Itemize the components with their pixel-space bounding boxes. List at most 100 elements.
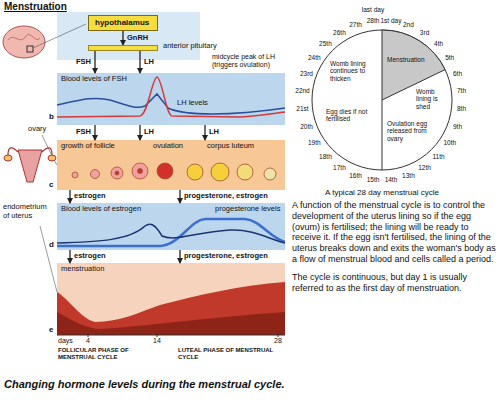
leader-line: [40, 226, 57, 292]
band-label: growth of follicle: [61, 142, 115, 151]
corpus-luteum: [211, 163, 229, 181]
day-label: 21st: [296, 105, 308, 112]
caption: Changing hormone levels during the menst…: [4, 378, 304, 391]
days-axis: [57, 335, 285, 336]
oviduct: [8, 148, 52, 155]
band-e: [57, 263, 285, 335]
brain-shape: [3, 26, 45, 58]
day-label: 23rd: [300, 70, 313, 77]
hormone-arrow: [69, 190, 70, 203]
bands: [57, 12, 285, 335]
uterus-body: [18, 150, 42, 182]
follicle-egg: [115, 171, 119, 175]
corpus-luteum: [264, 168, 276, 180]
ovary-shape: [4, 155, 12, 161]
tick: [278, 333, 279, 337]
hormone-arrow: [94, 51, 95, 73]
follicle: [72, 172, 78, 178]
arrow-label: GnRH: [127, 34, 148, 43]
day-label: 15th: [367, 176, 380, 183]
day-label: 26th: [333, 29, 346, 36]
day-label: 18th: [319, 153, 332, 160]
band-d: [57, 203, 285, 250]
band-b: [57, 73, 285, 125]
hormone-arrow: [94, 125, 95, 140]
arrow-label: progesterone, estrogen: [184, 192, 268, 201]
divider: [382, 100, 383, 170]
label: Womb lining continues to thicken: [330, 60, 376, 82]
leader-line: [42, 135, 51, 154]
band-label: Blood levels of FSH: [61, 75, 127, 84]
band-label: menstruation: [61, 265, 104, 274]
brain: [3, 24, 86, 58]
corpus-luteum: [187, 164, 203, 180]
menstruation-wedge: [382, 30, 445, 100]
day-label: 20th: [300, 123, 313, 130]
brain-marker: [27, 46, 33, 52]
label: Ovulation egg released from ovary: [387, 120, 429, 142]
hormone-arrow: [69, 250, 70, 263]
label: endometrium of uterus: [3, 203, 53, 220]
tick: [88, 333, 89, 337]
label: 4: [86, 337, 90, 345]
cycle-wheel: [312, 30, 452, 170]
endometrium-base: [57, 312, 285, 335]
hormone-box: hypothalamus: [88, 15, 158, 31]
band-label: progesterone levels: [215, 205, 280, 214]
hormone-arrow: [139, 51, 140, 73]
day-label: 14th: [385, 176, 398, 183]
label: ovary: [28, 125, 46, 134]
label: last day: [362, 6, 384, 13]
band-a: [57, 12, 200, 60]
day-label: 19th: [308, 139, 321, 146]
uterus: [4, 135, 57, 292]
day-label: 16th: [349, 172, 362, 179]
day-label: 13th: [402, 172, 415, 179]
band-label: corpus luteum: [207, 142, 254, 151]
arrow-label: estrogen: [74, 192, 106, 201]
tick: [157, 333, 158, 337]
estrogen-curve: [57, 224, 285, 243]
arrow-label: progesterone, estrogen: [184, 252, 268, 261]
brain-fold: [8, 34, 40, 40]
day-label: 6th: [453, 70, 462, 77]
follicle: [132, 163, 148, 179]
hormone-box: anterior pituitary: [88, 45, 158, 51]
box-label: anterior pituitary: [163, 42, 217, 51]
box-label: hypothalamus: [95, 18, 149, 27]
endometrium: [57, 282, 285, 335]
corpus-luteum: [237, 164, 253, 180]
label: e: [49, 325, 53, 334]
graph-band: growth of follicleovulationcorpus luteum: [57, 140, 285, 190]
follicle: [91, 170, 100, 179]
follicle-egg: [138, 169, 143, 174]
day-label: 25th: [319, 40, 332, 47]
arrow-label: LH: [144, 58, 154, 67]
hormone-arrow: [122, 31, 123, 45]
fsh-curve: [57, 94, 285, 114]
day-label: 10th: [443, 139, 456, 146]
day-label: 28th: [367, 17, 380, 24]
arrow-label: LH: [209, 128, 219, 137]
progesterone-curve: [57, 219, 285, 246]
label: c: [49, 180, 53, 189]
arrow-label: FSH: [76, 58, 91, 67]
day-label: 22nd: [295, 87, 309, 94]
title: Menstruation: [4, 1, 67, 13]
day-label: 8th: [457, 105, 466, 112]
label: Womb lining is shed: [416, 88, 446, 110]
day-label: 1st day: [380, 17, 401, 24]
label: d: [49, 240, 54, 249]
band-label: LH levels: [177, 99, 208, 108]
ovulation-burst: [157, 163, 173, 179]
graph-band: Blood levels of estrogenprogesterone lev…: [57, 203, 285, 250]
arrow-label: FSH: [76, 128, 91, 137]
day-label: 11th: [432, 153, 444, 160]
leader-line: [54, 160, 57, 165]
label: LUTEAL PHASE OF MENSTRUAL CYCLE: [178, 347, 278, 361]
label: 28: [274, 337, 282, 345]
arrow-label: estrogen: [74, 252, 106, 261]
label: Menstruation: [387, 56, 431, 63]
paragraph: The cycle is continuous, but day 1 is us…: [292, 272, 496, 294]
band-c: [57, 140, 285, 190]
